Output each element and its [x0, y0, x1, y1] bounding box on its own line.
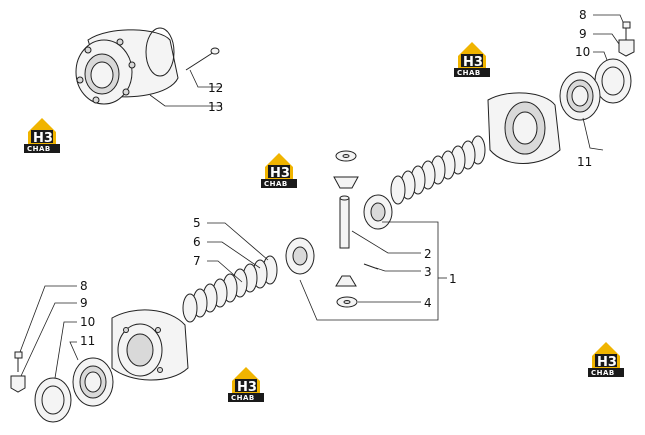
bolt-part-8-bottom	[14, 351, 23, 372]
bolt-part-12	[185, 47, 220, 71]
pin-part-3	[363, 263, 379, 270]
callout-11-bottom: 11	[80, 334, 95, 348]
lock-plate-part-9-bottom	[10, 375, 26, 393]
svg-text:H3: H3	[597, 355, 617, 370]
watermark-logo: H3 CHAB	[24, 118, 60, 153]
callout-10-bottom: 10	[80, 315, 95, 329]
callout-5: 5	[193, 216, 201, 230]
callout-10-top: 10	[575, 45, 590, 59]
watermark-logo: H3 CHAB	[454, 42, 490, 77]
callout-6: 6	[193, 235, 201, 249]
svg-text:H3: H3	[270, 166, 290, 181]
bolt-part-8-top	[622, 21, 631, 40]
side-gear-upper	[363, 194, 393, 230]
differential-case-left	[111, 309, 189, 381]
watermark-logo: H3 CHAB	[228, 367, 264, 402]
callout-7: 7	[193, 254, 201, 268]
bearing-part-11-bottom	[72, 357, 114, 407]
pinion-gear-part-4	[335, 275, 357, 287]
watermark-logo: H3 CHAB	[261, 153, 297, 188]
side-gear-lower	[285, 237, 315, 275]
callout-8-top: 8	[579, 8, 587, 22]
cross-pin-part-2	[339, 195, 350, 249]
clutch-disc-stack-upper	[390, 135, 486, 205]
callout-8-bottom: 8	[80, 279, 88, 293]
svg-text:H3: H3	[463, 55, 483, 70]
callout-12: 12	[208, 81, 223, 95]
callout-9-bottom: 9	[80, 296, 88, 310]
pinion-gear-top	[333, 176, 359, 189]
ring-nut-part-10-bottom	[34, 377, 72, 423]
callout-9-top: 9	[579, 27, 587, 41]
svg-text:H3: H3	[237, 380, 257, 395]
svg-text:H3: H3	[33, 131, 53, 146]
svg-text:CHAB: CHAB	[231, 394, 255, 402]
callout-1: 1	[449, 272, 457, 286]
differential-case-right	[487, 92, 561, 164]
differential-housing-part-13	[75, 27, 179, 105]
clutch-disc-stack-lower	[182, 255, 278, 323]
watermark-logo: H3 CHAB	[588, 342, 624, 377]
callout-3: 3	[424, 265, 432, 279]
thrust-washer-part-4	[336, 296, 358, 308]
callout-13: 13	[208, 100, 223, 114]
callout-11-right: 11	[577, 155, 592, 169]
callout-2: 2	[424, 247, 432, 261]
thrust-washer-top	[335, 150, 357, 162]
svg-text:CHAB: CHAB	[27, 145, 51, 153]
callout-4: 4	[424, 296, 432, 310]
svg-text:CHAB: CHAB	[264, 180, 288, 188]
bearing-part-11-top	[559, 71, 601, 121]
lock-plate-part-9-top	[618, 39, 635, 57]
svg-text:CHAB: CHAB	[591, 369, 615, 377]
svg-text:CHAB: CHAB	[457, 69, 481, 77]
